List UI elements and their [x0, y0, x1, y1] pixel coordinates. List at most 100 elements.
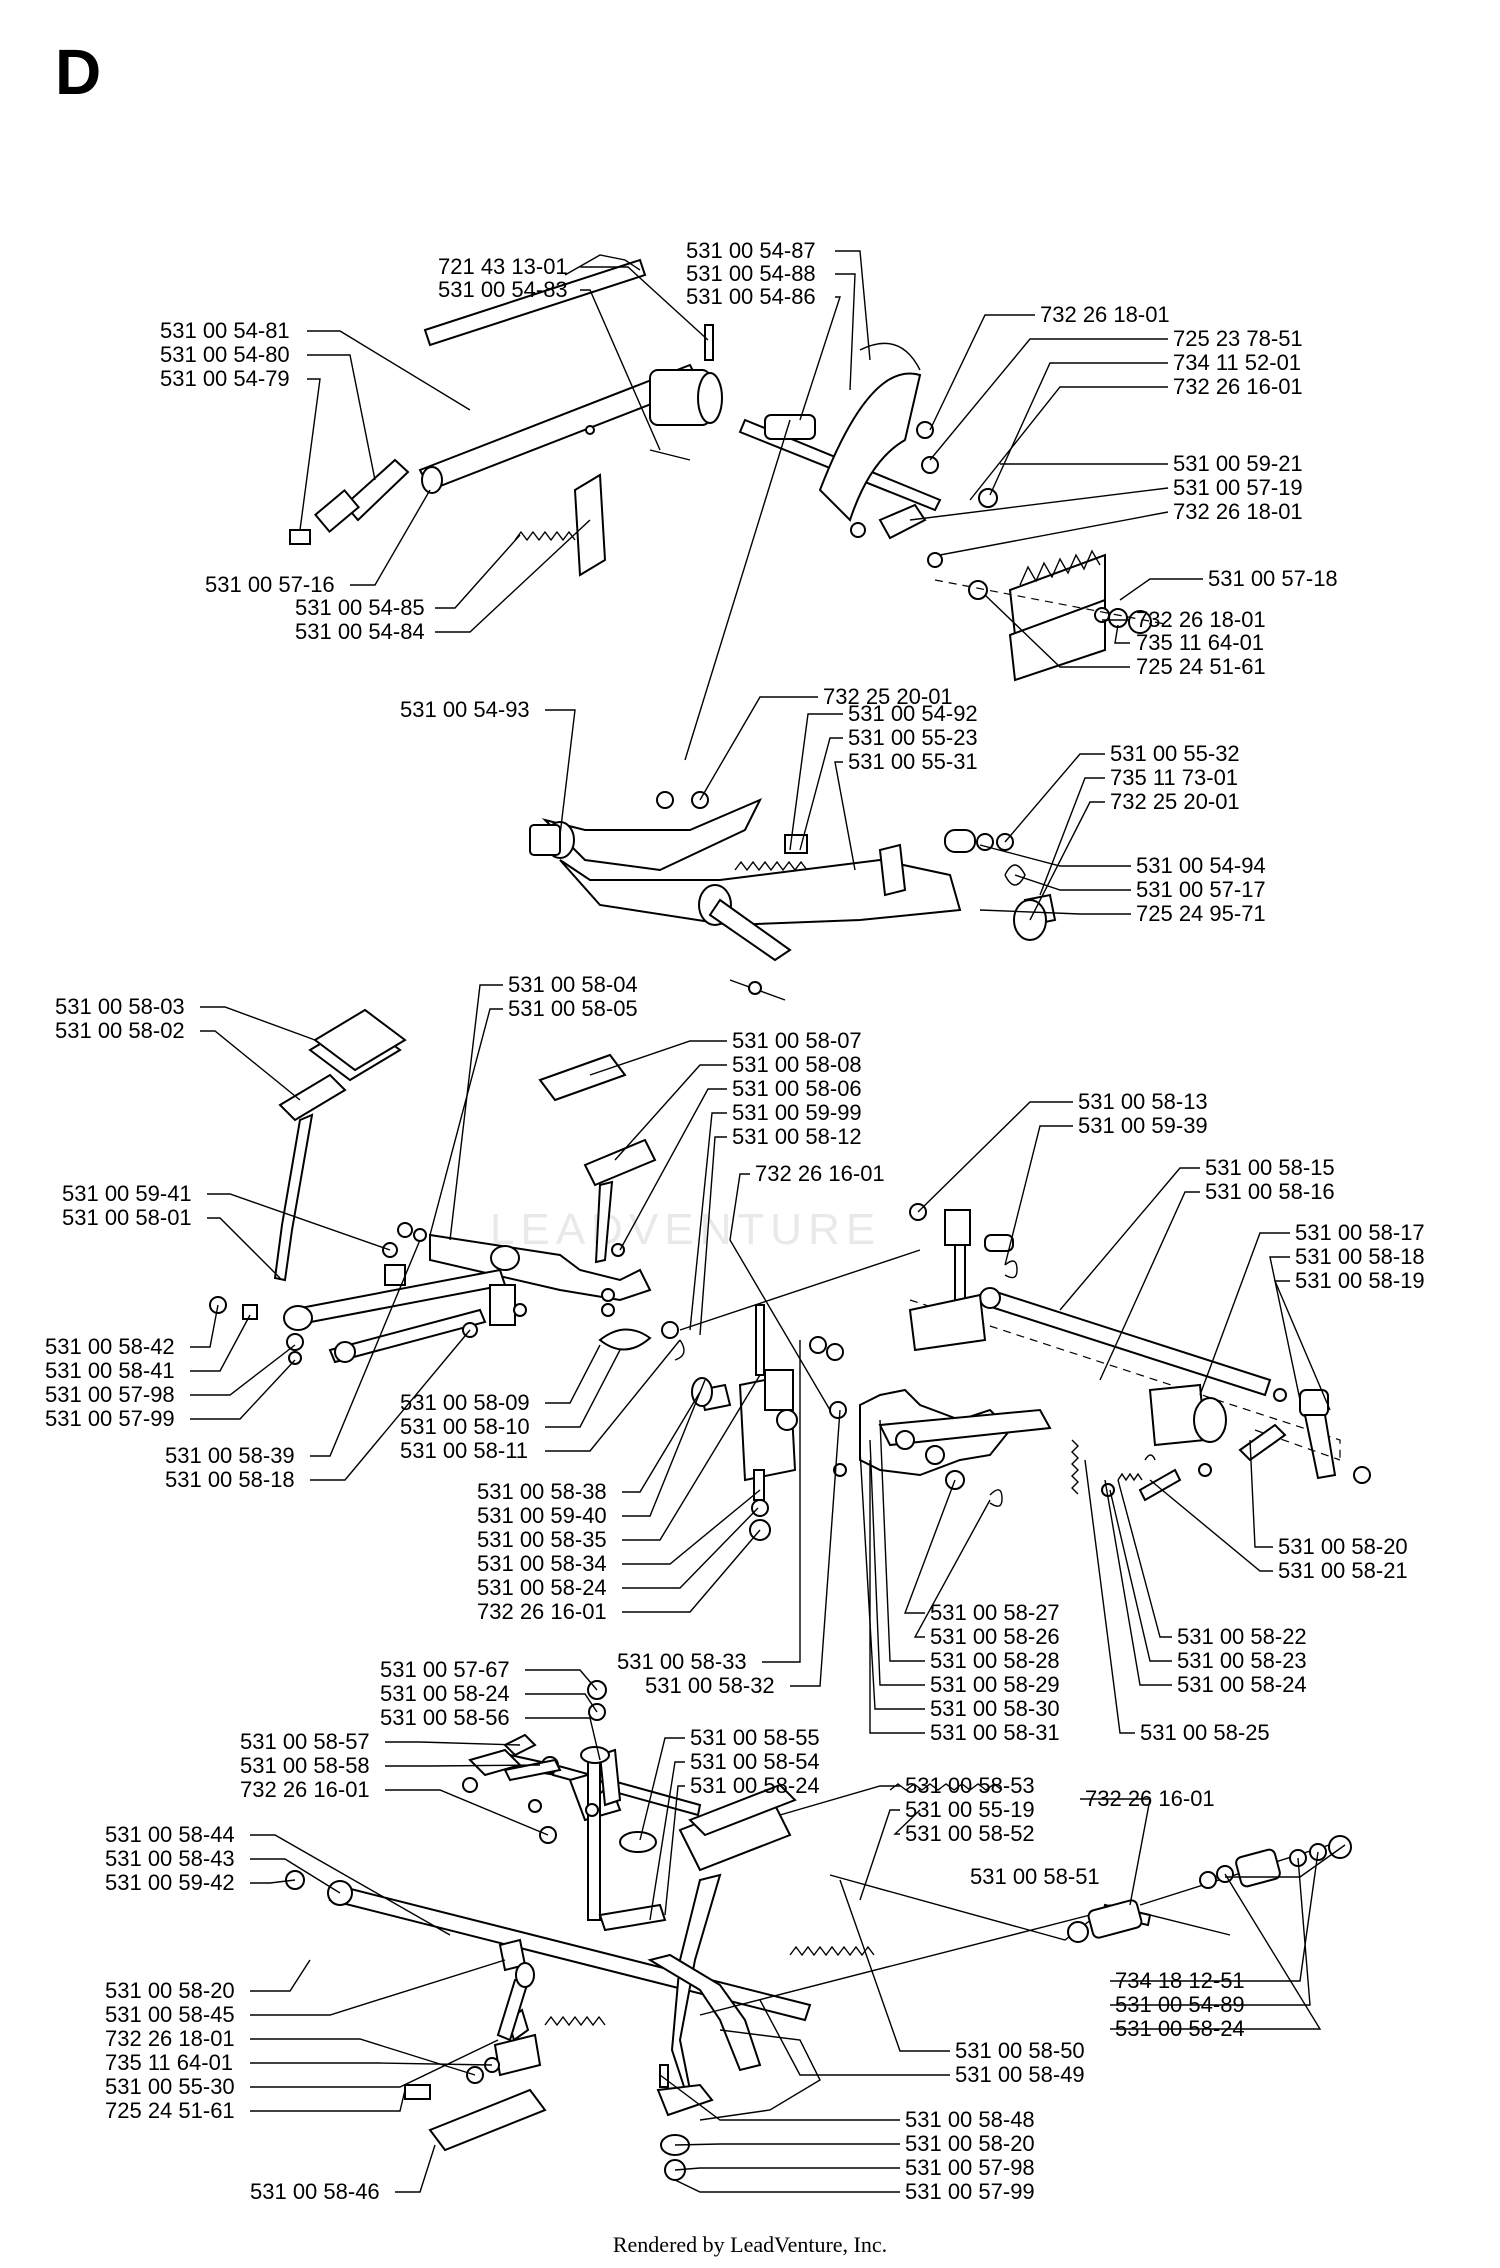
callout-label: 531 00 58-07: [732, 1028, 862, 1053]
callout-label: 531 00 59-42: [105, 1870, 235, 1895]
callout-label: 721 43 13-01: [438, 254, 568, 279]
callout-label: 531 00 58-52: [905, 1821, 1035, 1846]
callout-label: 531 00 54-94: [1136, 853, 1266, 878]
callout-label: 531 00 58-31: [930, 1720, 1060, 1745]
callout-label: 531 00 58-05: [508, 996, 638, 1021]
callout-label: 531 00 58-49: [955, 2062, 1085, 2087]
callout-label: 531 00 58-45: [105, 2002, 235, 2027]
callout-label: 531 00 59-99: [732, 1100, 862, 1125]
callout-label: 531 00 58-02: [55, 1018, 185, 1043]
callout-label: 531 00 58-57: [240, 1729, 370, 1754]
callout-label: 531 00 54-83: [438, 277, 568, 302]
callout-label: 531 00 58-44: [105, 1822, 235, 1847]
callout-label: 531 00 59-41: [62, 1181, 192, 1206]
callout-label: 732 26 16-01: [240, 1777, 370, 1802]
callout-label: 531 00 58-08: [732, 1052, 862, 1077]
cross-shaft-assembly: [908, 1203, 1371, 1502]
callout-label: 531 00 58-29: [930, 1672, 1060, 1697]
callout-label: 531 00 58-20: [1278, 1534, 1408, 1559]
lower-assembly: [285, 1680, 1352, 2181]
callout-label: 531 00 58-03: [55, 994, 185, 1019]
callout-label: 531 00 55-32: [1110, 741, 1240, 766]
callout-label: 735 11 73-01: [1110, 765, 1238, 790]
callout-label: 732 25 20-01: [823, 684, 953, 709]
callout-label: 531 00 58-43: [105, 1846, 235, 1871]
callout-label: 531 00 58-41: [45, 1358, 175, 1383]
callout-label: 531 00 57-99: [45, 1406, 175, 1431]
callout-label: 531 00 54-86: [686, 284, 816, 309]
callout-label: 531 00 58-23: [1177, 1648, 1307, 1673]
callout-label: 531 00 58-04: [508, 972, 638, 997]
callout-label: 531 00 58-21: [1278, 1558, 1408, 1583]
callout-label: 531 00 55-19: [905, 1797, 1035, 1822]
callout-label: 531 00 58-15: [1205, 1155, 1335, 1180]
callout-label: 531 00 59-39: [1078, 1113, 1208, 1138]
callout-label: 725 24 51-61: [1136, 654, 1266, 679]
callout-label: 732 26 16-01: [477, 1599, 607, 1624]
callout-label: 531 00 58-38: [477, 1479, 607, 1504]
callout-label: 531 00 54-79: [160, 366, 290, 391]
callout-label: 531 00 54-87: [686, 238, 816, 263]
callout-label: 531 00 58-58: [240, 1753, 370, 1778]
control-rod: [684, 419, 791, 761]
callout-label: 531 00 57-18: [1208, 566, 1338, 591]
callout-label: 531 00 58-28: [930, 1648, 1060, 1673]
callout-label: 531 00 58-35: [477, 1527, 607, 1552]
callout-label: 531 00 58-19: [1295, 1268, 1425, 1293]
callout-label: 734 11 52-01: [1173, 350, 1301, 375]
callout-label: 531 00 58-50: [955, 2038, 1085, 2063]
callout-label: 732 26 18-01: [1173, 499, 1303, 524]
callout-label: 531 00 58-18: [165, 1467, 295, 1492]
callout-label: 531 00 55-31: [848, 749, 978, 774]
callout-label: 732 26 16-01: [1173, 374, 1303, 399]
callout-label: 531 00 58-33: [617, 1649, 747, 1674]
callout-label: 531 00 57-19: [1173, 475, 1303, 500]
callout-label: 531 00 58-30: [930, 1696, 1060, 1721]
callout-label: 531 00 58-34: [477, 1551, 607, 1576]
callout-label: 725 24 95-71: [1136, 901, 1266, 926]
callout-label: 531 00 58-56: [380, 1705, 510, 1730]
callout-label: 531 00 58-24: [690, 1773, 820, 1798]
pivot-assembly: [691, 1304, 1079, 1541]
callout-label: 531 00 57-16: [205, 572, 335, 597]
callout-label: 531 00 55-23: [848, 725, 978, 750]
callout-label: 531 00 57-67: [380, 1657, 510, 1682]
callout-label: 531 00 54-85: [295, 595, 425, 620]
leader-lines: [190, 250, 1346, 2193]
callout-label: 725 23 78-51: [1173, 326, 1303, 351]
callout-label: 531 00 57-99: [905, 2179, 1035, 2204]
callout-label: 531 00 59-21: [1173, 451, 1303, 476]
callout-label: 531 00 58-09: [400, 1390, 530, 1415]
callout-label: 531 00 58-24: [380, 1681, 510, 1706]
callout-label: 531 00 57-17: [1136, 877, 1266, 902]
callout-label: 531 00 58-18: [1295, 1244, 1425, 1269]
upper-lever-assembly: [289, 254, 1171, 682]
callout-label: 531 00 55-30: [105, 2074, 235, 2099]
lift-arm-assembly: [529, 791, 1057, 1001]
callout-label: 531 00 54-84: [295, 619, 425, 644]
callout-label: 732 26 18-01: [1040, 302, 1170, 327]
callout-label: 531 00 54-92: [848, 701, 978, 726]
callout-label: 531 00 58-01: [62, 1205, 192, 1230]
callout-label: 531 00 58-20: [905, 2131, 1035, 2156]
callout-label: 531 00 58-25: [1140, 1720, 1270, 1745]
callout-label: 531 00 58-17: [1295, 1220, 1425, 1245]
callout-label: 531 00 57-98: [905, 2155, 1035, 2180]
callout-label: 735 11 64-01: [105, 2050, 233, 2075]
callout-label: 725 24 51-61: [105, 2098, 235, 2123]
callout-label: 531 00 57-98: [45, 1382, 175, 1407]
callout-label: 732 26 16-01: [755, 1161, 885, 1186]
callout-label: 531 00 58-20: [105, 1978, 235, 2003]
callout-labels: 721 43 13-01 531 00 54-83 531 00 54-87 5…: [45, 238, 1425, 2204]
page-letter: D: [55, 36, 102, 108]
callout-label: 531 00 58-24: [1177, 1672, 1307, 1697]
callout-label: 531 00 58-06: [732, 1076, 862, 1101]
callout-label: 531 00 58-48: [905, 2107, 1035, 2132]
callout-label: 531 00 58-39: [165, 1443, 295, 1468]
callout-label: 531 00 59-40: [477, 1503, 607, 1528]
callout-label: 531 00 58-13: [1078, 1089, 1208, 1114]
callout-label: 531 00 58-12: [732, 1124, 862, 1149]
pedal-assembly: [209, 1008, 921, 1365]
callout-label: 531 00 54-81: [160, 318, 290, 343]
